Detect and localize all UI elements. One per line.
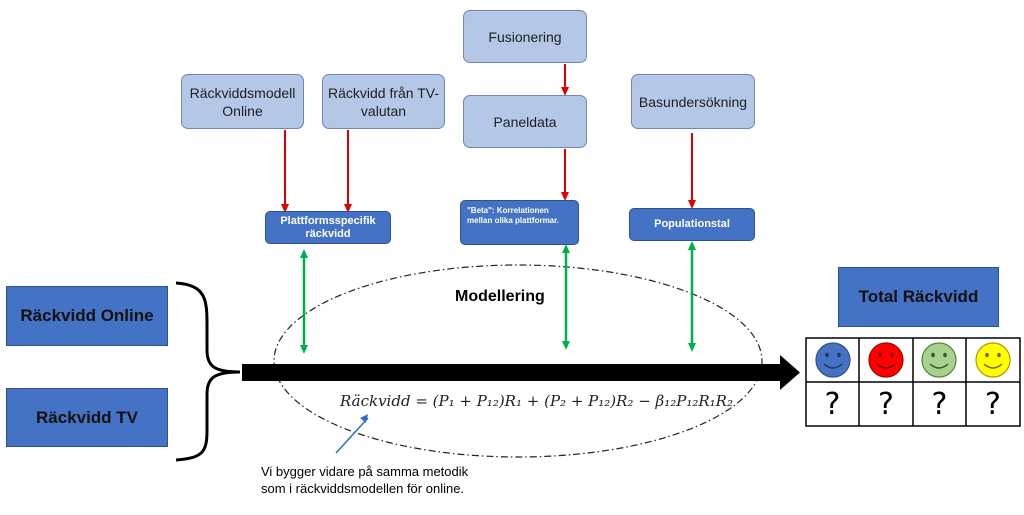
tv-reach-box: Räckvidd TV [6, 388, 168, 447]
yellow-smiley-icon [975, 342, 1011, 378]
total-reach-value-1: ? [824, 387, 841, 422]
online-reach-label: Räckvidd Online [20, 306, 154, 325]
beta-box: "Beta": Korrelationen mellan olika platt… [460, 200, 579, 245]
tv-currency-box: Räckvidd från TV-valutan [322, 74, 445, 129]
online-model-box: Räckviddsmodell Online [181, 74, 304, 129]
main-arrow-shaft [242, 364, 782, 381]
platform-reach-label: Plattformsspecifik räckvidd [280, 214, 376, 240]
red-smiley-icon [868, 342, 904, 378]
beta-label: "Beta": Korrelationen mellan olika platt… [467, 206, 560, 225]
blue-smiley-icon [815, 342, 851, 378]
output-table [805, 337, 1021, 427]
reach-formula: Räckvidd = (P₁ + P₁₂)R₁ + (P₂ + P₁₂)R₂ −… [340, 392, 733, 410]
note-pointer [335, 417, 369, 454]
total-reach-label: Total Räckvidd [858, 287, 979, 306]
main-arrow-head [780, 355, 800, 390]
panel-box: Paneldata [463, 95, 587, 148]
base-survey-label: Basundersökning [638, 93, 748, 110]
base-survey-box: Basundersökning [631, 74, 755, 129]
curly-brace [175, 281, 241, 462]
note-pointer-head [360, 414, 368, 423]
platform-reach-box: Plattformsspecifik räckvidd [265, 211, 391, 244]
tv-currency-label: Räckvidd från TV-valutan [327, 84, 439, 119]
panel-label: Paneldata [493, 113, 557, 130]
population-label: Populationstal [654, 218, 730, 230]
tv-reach-label: Räckvidd TV [35, 407, 139, 427]
fusion-label: Fusionering [488, 28, 562, 45]
modelling-title: Modellering [455, 288, 545, 305]
online-reach-box: Räckvidd Online [6, 286, 168, 346]
total-reach-value-2: ? [878, 387, 894, 422]
total-reach-box: Total Räckvidd [838, 267, 999, 327]
online-model-label: Räckviddsmodell Online [189, 84, 296, 119]
population-box: Populationstal [629, 208, 755, 241]
method-note: Vi bygger vidare på samma metodik som i … [261, 464, 469, 496]
green-smiley-icon [921, 342, 957, 378]
fusion-box: Fusionering [463, 10, 587, 63]
modelling-ellipse [273, 264, 763, 458]
total-reach-value-4: ? [985, 387, 1001, 422]
total-reach-value-3: ? [931, 387, 948, 422]
